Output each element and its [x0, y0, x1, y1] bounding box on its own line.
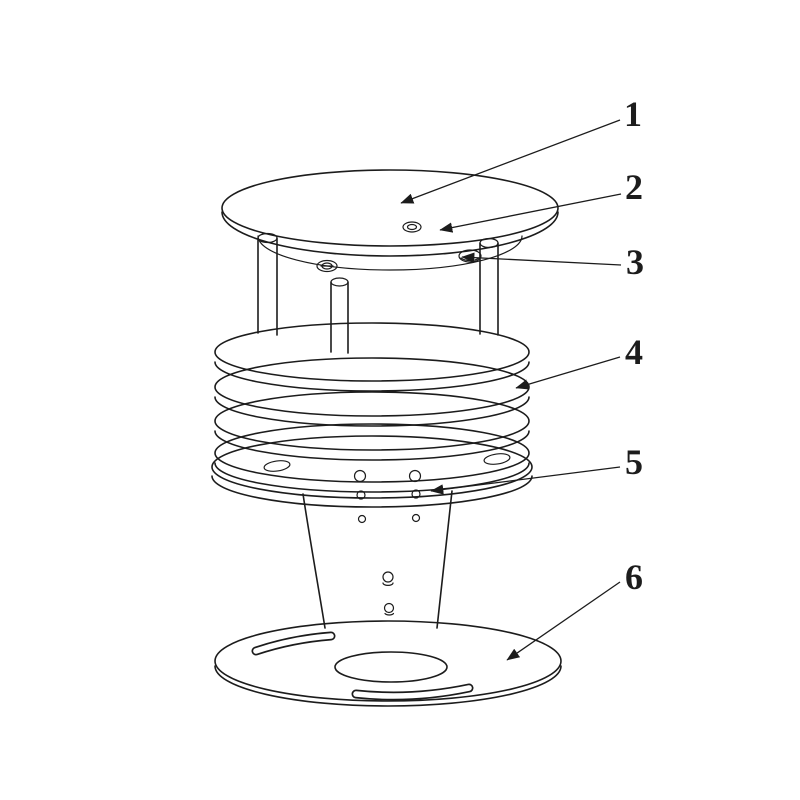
callout-number-2: 2 [625, 167, 643, 207]
cap-screw-right [402, 221, 422, 233]
mounting-posts [257, 232, 499, 354]
cap-top-surface [221, 169, 559, 247]
callout-6: 6 [506, 557, 643, 661]
leader-line-4 [515, 356, 621, 390]
callouts: 1 2 3 4 5 6 [400, 94, 644, 661]
callout-number-4: 4 [625, 332, 643, 372]
callout-1: 1 [400, 94, 642, 204]
leader-line-2 [439, 193, 622, 233]
callout-2: 2 [439, 167, 643, 233]
cap-underplate-edge [257, 235, 523, 271]
cone-body [302, 489, 453, 629]
leader-line-1 [400, 119, 621, 204]
callout-number-3: 3 [626, 242, 644, 282]
cone-right-edge [436, 490, 453, 629]
callout-3: 3 [461, 242, 644, 282]
louver-plate-3 [214, 391, 530, 461]
cone-left-edge [302, 493, 326, 629]
louver-stack [214, 322, 530, 493]
callout-5: 5 [430, 442, 643, 495]
collar-hole-left [353, 469, 367, 483]
base-plate [214, 620, 562, 707]
leader-line-3 [461, 252, 622, 266]
cone-sensor-holes [356, 489, 421, 616]
cap-hole [458, 249, 482, 263]
collar-slot-right [483, 453, 511, 465]
collar-hole-right [408, 469, 422, 483]
base-arc-slot-bottom [351, 683, 474, 701]
post-left [257, 232, 278, 336]
base-center-hole [334, 651, 448, 683]
callout-number-6: 6 [625, 557, 643, 597]
post-middle [330, 277, 349, 354]
top-cap [221, 169, 559, 273]
base-arc-slot-left [251, 631, 336, 656]
cap-skirt-edge [221, 211, 559, 257]
callout-number-5: 5 [625, 442, 643, 482]
louver-plate-1 [214, 322, 530, 392]
callout-number-1: 1 [624, 94, 642, 134]
callout-4: 4 [515, 332, 643, 390]
cap-screw-left [316, 259, 338, 273]
leader-line-6 [506, 581, 621, 661]
leader-line-5 [430, 466, 621, 495]
post-right [479, 237, 499, 336]
louver-plate-4 [214, 423, 530, 493]
collar-slot-left [263, 460, 291, 472]
collar-plate [211, 435, 533, 508]
